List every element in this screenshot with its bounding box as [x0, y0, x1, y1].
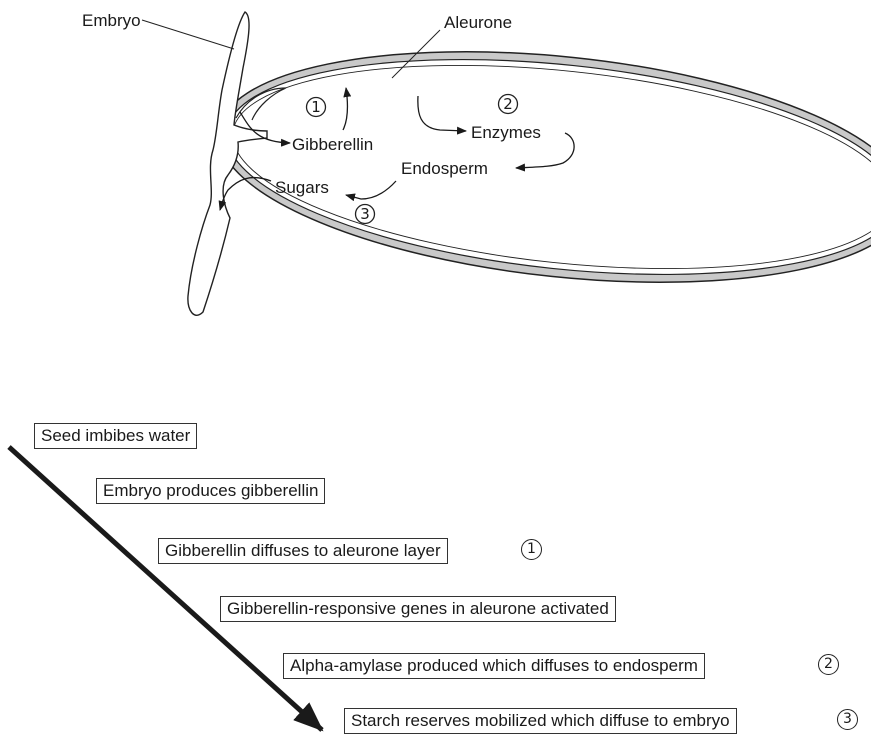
diagram-marker-1: 1	[305, 96, 327, 118]
arrow-gibberellin-to-aleurone	[342, 87, 352, 131]
arrow-aleurone-to-enzymes	[417, 95, 467, 135]
svg-text:3: 3	[360, 205, 370, 223]
step-box-5: Alpha-amylase produced which diffuses to…	[283, 653, 705, 679]
step-marker-1: 1	[521, 539, 542, 560]
step-box-2: Embryo produces gibberellin	[96, 478, 326, 504]
sequence-arrow	[7, 445, 324, 732]
scutellum	[235, 87, 287, 121]
gibberellin-label: Gibberellin	[292, 135, 373, 154]
embryo-shape	[187, 11, 268, 316]
svg-text:2: 2	[503, 95, 513, 113]
sugars-label: Sugars	[275, 178, 329, 197]
endosperm-label: Endosperm	[401, 159, 488, 178]
aleurone-leader	[391, 29, 441, 79]
svg-text:1: 1	[311, 98, 321, 116]
embryo-leader	[141, 19, 235, 50]
step-marker-3: 3	[837, 709, 858, 730]
embryo-label: Embryo	[82, 11, 141, 30]
arrow-endosperm-to-sugars	[345, 180, 397, 202]
step-box-1: Seed imbibes water	[34, 423, 198, 449]
step-marker-2: 2	[818, 654, 839, 675]
diagram-marker-2: 2	[497, 93, 519, 115]
step-box-4: Gibberellin-responsive genes in aleurone…	[220, 596, 616, 622]
step-box-3: Gibberellin diffuses to aleurone layer	[158, 538, 448, 564]
step-box-6: Starch reserves mobilized which diffuse …	[344, 708, 737, 734]
arrow-sugars-to-embryo	[218, 176, 272, 211]
diagram-marker-3: 3	[354, 203, 376, 225]
aleurone-label: Aleurone	[444, 13, 512, 32]
arrow-enzymes-to-endosperm	[515, 132, 575, 172]
arrow-embryo-to-gibberellin	[239, 111, 291, 147]
enzymes-label: Enzymes	[471, 123, 541, 142]
